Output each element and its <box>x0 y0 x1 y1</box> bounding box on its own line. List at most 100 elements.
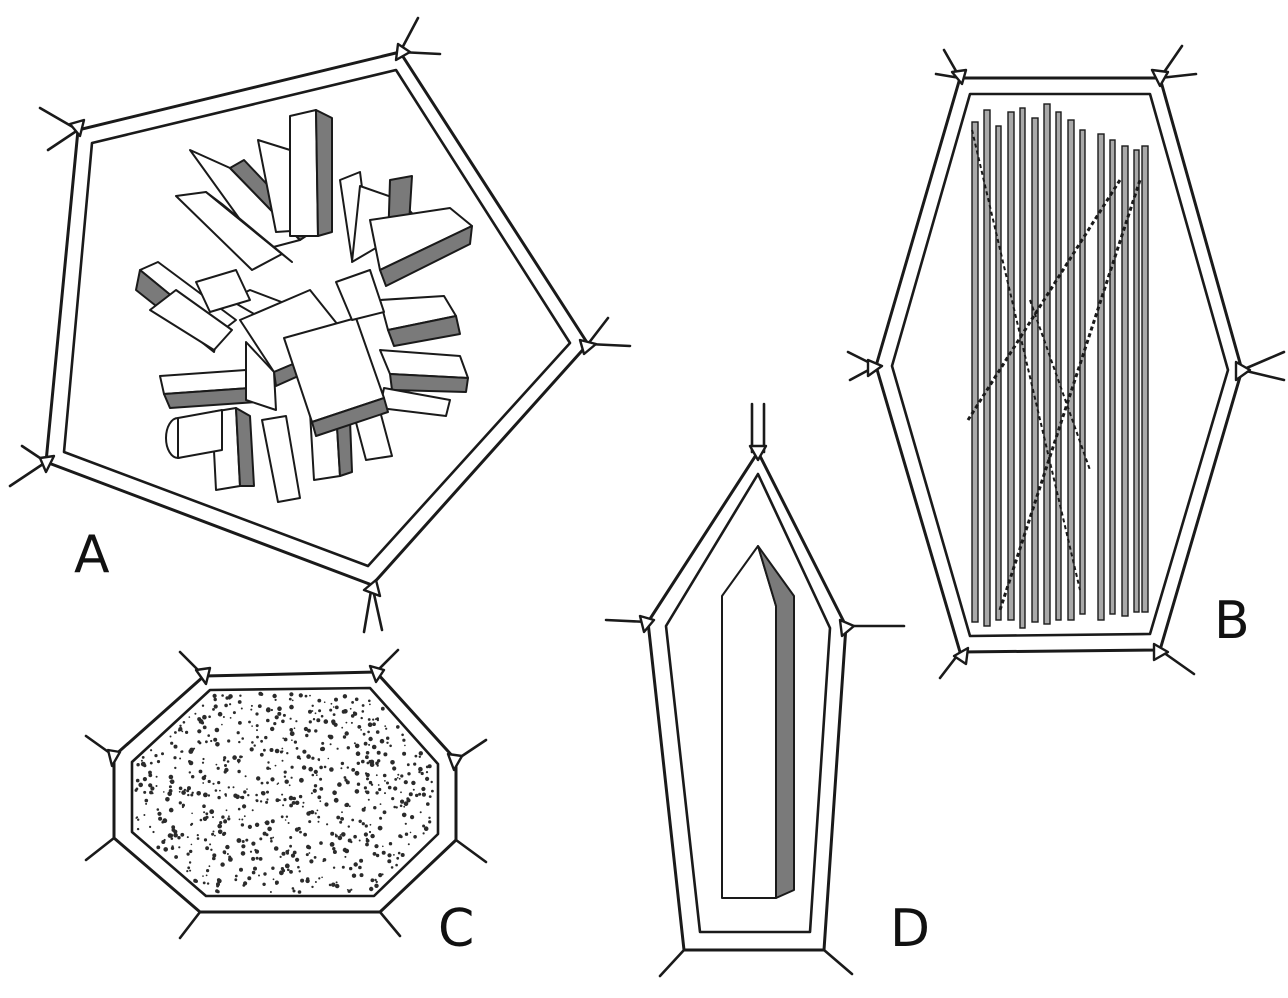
sand-grain <box>161 840 165 844</box>
sand-grain <box>148 771 152 775</box>
sand-grain <box>168 833 173 838</box>
sand-grain <box>216 882 220 886</box>
sand-grain <box>267 827 272 832</box>
sand-grain <box>367 731 370 734</box>
sand-grain <box>289 705 294 710</box>
sand-grain <box>270 777 274 781</box>
sand-grain <box>157 808 160 811</box>
sand-grain <box>145 799 149 803</box>
sand-grain <box>382 846 384 848</box>
sand-grain <box>282 869 285 872</box>
sand-grain <box>368 744 370 746</box>
sand-grain <box>227 739 230 742</box>
sand-grain <box>356 751 361 756</box>
sand-grain <box>178 729 180 731</box>
sand-grain <box>377 759 380 762</box>
sand-grain <box>187 853 190 856</box>
sand-grain <box>205 812 208 815</box>
sand-grain <box>292 700 294 702</box>
sand-grain <box>364 832 368 836</box>
sand-grain <box>378 873 382 877</box>
sand-grain <box>288 822 290 824</box>
sand-grain <box>270 891 272 893</box>
sand-grain <box>377 751 381 755</box>
sand-grain <box>209 865 211 867</box>
sand-grain <box>351 701 354 704</box>
sand-grain <box>224 770 227 773</box>
sand-grain <box>318 877 320 879</box>
sand-grain <box>179 791 181 793</box>
sand-grain <box>185 731 188 734</box>
sand-grain <box>376 730 380 734</box>
sand-grain <box>217 767 220 770</box>
sand-grain <box>358 866 362 870</box>
sand-grain <box>321 742 324 745</box>
sand-grain <box>270 727 274 731</box>
sand-grain <box>277 783 279 785</box>
sand-grain <box>355 771 360 776</box>
sand-grain <box>289 836 292 839</box>
sand-grain <box>266 781 269 784</box>
sand-grain <box>281 720 285 724</box>
sand-grain <box>255 799 257 801</box>
sand-grain <box>428 820 431 823</box>
sand-grain <box>360 873 364 877</box>
sand-grain <box>215 889 219 893</box>
sand-grain <box>245 839 248 842</box>
sand-grain <box>195 880 198 883</box>
sand-grain <box>158 817 162 821</box>
sand-grain <box>247 876 251 880</box>
sand-grain <box>369 831 371 833</box>
sand-grain <box>210 849 212 851</box>
sand-grain <box>380 803 382 805</box>
sand-grain <box>189 850 192 853</box>
sand-grain <box>238 721 242 725</box>
sand-grain <box>265 801 268 804</box>
sand-grain <box>214 835 216 837</box>
sand-grain <box>305 695 308 698</box>
sand-grain <box>415 755 418 758</box>
sand-grain <box>266 719 270 723</box>
sand-grain <box>247 794 249 796</box>
sand-grain <box>225 845 229 849</box>
sand-grain <box>357 762 360 765</box>
sand-grain <box>397 774 399 776</box>
sand-grain <box>179 787 183 791</box>
sand-grain <box>341 811 343 813</box>
sand-grain <box>217 796 220 799</box>
sand-grain <box>239 868 243 872</box>
sand-grain <box>421 772 424 775</box>
sand-grain <box>259 857 263 861</box>
sand-grain <box>393 854 395 856</box>
sand-grain <box>143 777 147 781</box>
sand-grain <box>413 789 415 791</box>
sand-grain <box>215 789 218 792</box>
sand-grain <box>210 740 212 742</box>
sand-grain <box>292 887 295 890</box>
sand-grain <box>362 822 365 825</box>
sand-grain <box>300 879 304 883</box>
sand-grain <box>295 828 299 832</box>
sand-grain <box>382 851 386 855</box>
sand-grain <box>192 792 194 794</box>
sand-grain <box>138 783 143 788</box>
sand-grain <box>306 754 311 759</box>
sand-grain <box>344 776 347 779</box>
sand-grain <box>305 734 308 737</box>
sand-grain <box>189 870 191 872</box>
sand-grain <box>427 803 429 805</box>
sand-grain <box>255 794 258 797</box>
sand-grain <box>181 731 183 733</box>
sand-grain <box>295 720 297 722</box>
sand-grain <box>203 811 205 813</box>
sand-grain <box>203 882 206 885</box>
sand-grain <box>374 844 378 848</box>
sand-grain <box>154 754 157 757</box>
sand-grain <box>331 719 335 723</box>
sand-grain <box>333 706 335 708</box>
sand-grain <box>306 853 309 856</box>
sand-grain <box>333 850 337 854</box>
sand-grain <box>404 745 406 747</box>
sand-grain <box>419 756 421 758</box>
sand-grain <box>202 758 204 760</box>
